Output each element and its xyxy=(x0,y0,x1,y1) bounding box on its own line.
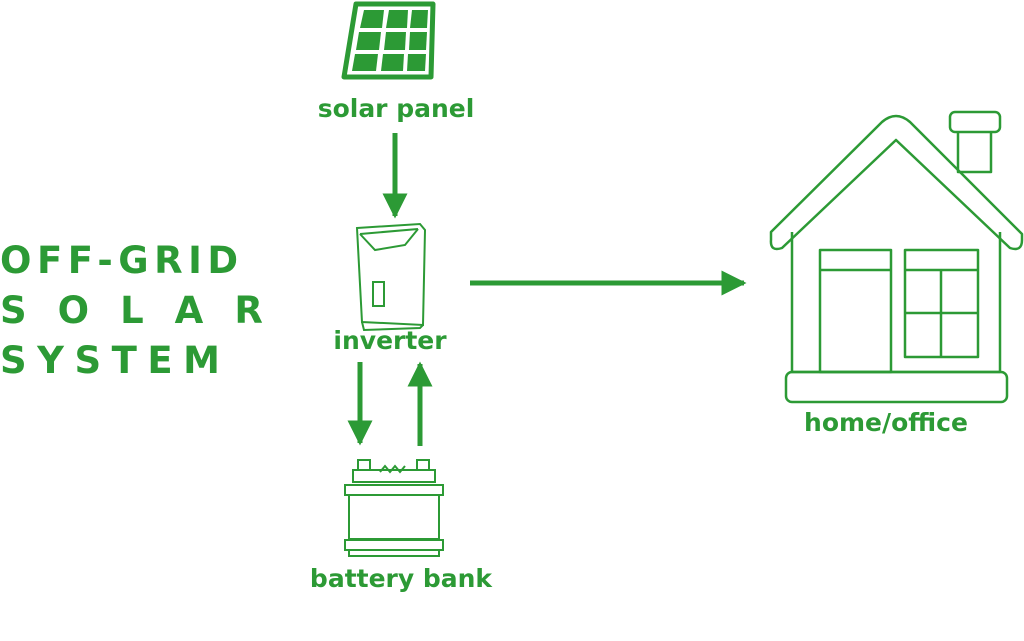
title-line-2: SOLAR xyxy=(0,289,294,332)
label-home-office: home/office xyxy=(804,408,968,437)
diagram-title: OFF-GRID SOLAR SYSTEM xyxy=(0,236,294,386)
title-line-3: SYSTEM xyxy=(0,339,231,382)
house-icon xyxy=(769,110,1024,404)
flow-arrows xyxy=(347,133,747,446)
inverter-icon xyxy=(355,222,427,332)
title-line-1: OFF-GRID xyxy=(0,239,244,282)
label-inverter: inverter xyxy=(333,326,447,355)
battery-icon xyxy=(344,459,444,557)
label-solar-panel: solar panel xyxy=(317,94,475,123)
solar-panel-icon xyxy=(341,1,436,80)
label-battery-bank: battery bank xyxy=(309,564,493,593)
